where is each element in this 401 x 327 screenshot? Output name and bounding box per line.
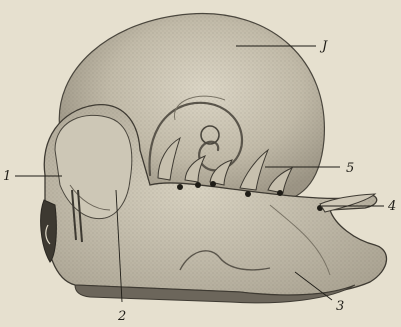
label-2: 2 xyxy=(117,309,126,324)
label-3: 3 xyxy=(336,299,344,314)
label-j: J xyxy=(319,39,328,54)
label-4: 4 xyxy=(387,199,396,214)
label-5: 5 xyxy=(346,161,354,176)
label-1: 1 xyxy=(3,169,11,184)
mouth xyxy=(41,200,57,262)
